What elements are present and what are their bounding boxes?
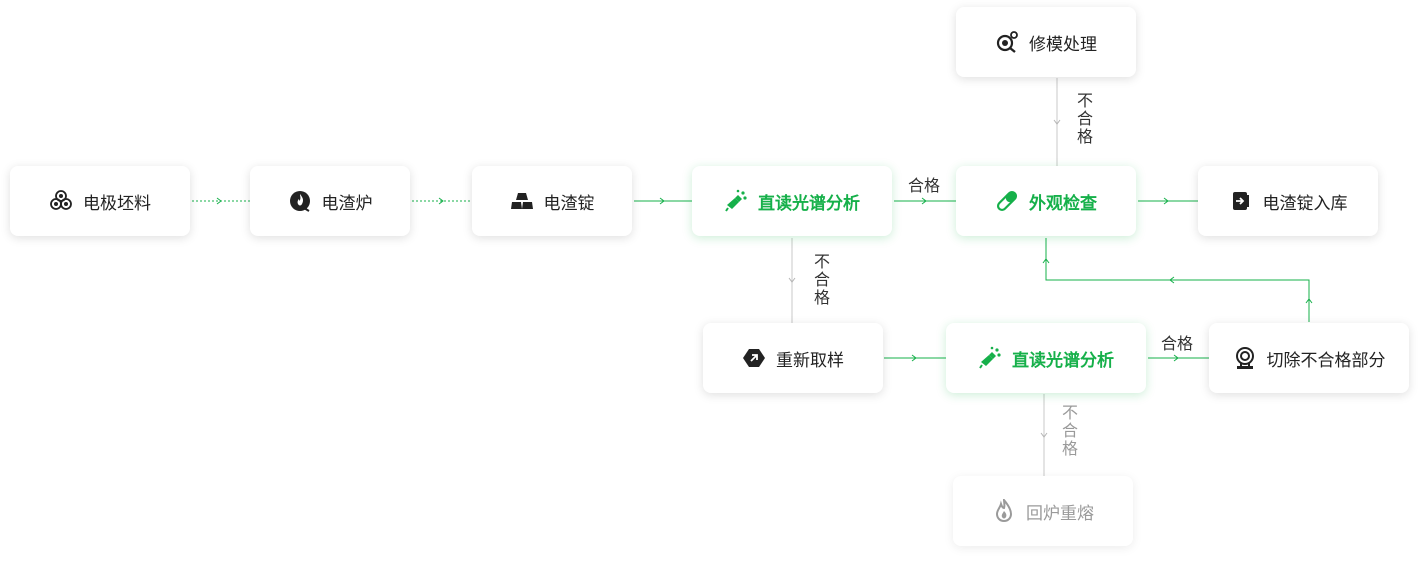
node-label: 电渣锭 (543, 193, 595, 214)
node-cut-unqualified[interactable]: 切除不合格部分 (1209, 323, 1409, 393)
edge-cut-inspection-arrow-c (1042, 258, 1050, 264)
edge-cut-inspection (1045, 238, 1310, 322)
edge-analysis2-cut-arrow (1173, 354, 1179, 362)
furnace-flame-icon (288, 189, 312, 213)
node-label: 切除不合格部分 (1266, 350, 1386, 371)
node-repair[interactable]: 修模处理 (956, 7, 1136, 77)
edge-label-pass-2: 合格 (1161, 334, 1194, 353)
magnifier-gear-icon (995, 30, 1019, 54)
node-label: 电极坯料 (83, 193, 151, 214)
edge-analysis2-remelt-arrow (1040, 432, 1048, 438)
warehouse-entry-icon (1229, 189, 1253, 213)
edge-billet-furnace-arrow (216, 197, 222, 205)
node-esr-furnace[interactable]: 电渣炉 (250, 166, 410, 236)
edge-ingot-analysis-arrow (659, 197, 665, 205)
node-label: 修模处理 (1029, 34, 1097, 55)
node-label: 重新取样 (776, 350, 844, 371)
edge-label-pass-1: 合格 (908, 176, 941, 195)
node-visual-inspection[interactable]: 外观检查 (956, 166, 1136, 236)
spectrometer-gun-icon (724, 189, 748, 213)
node-spectral-analysis-2[interactable]: 直读光谱分析 (946, 323, 1146, 393)
arrow-hexagon-icon (742, 346, 766, 370)
node-label: 回炉重熔 (1026, 503, 1094, 524)
edge-analysis-inspection-arrow (921, 197, 927, 205)
node-electrode-billet[interactable]: 电极坯料 (10, 166, 190, 236)
spectrometer-gun-icon (978, 346, 1002, 370)
coil-icon (49, 189, 73, 213)
edge-cut-inspection-arrow-b (1169, 276, 1175, 284)
flame-remelt-icon (992, 499, 1016, 523)
node-label: 直读光谱分析 (758, 193, 860, 214)
cutting-head-icon (1233, 346, 1257, 370)
node-esr-ingot[interactable]: 电渣锭 (472, 166, 632, 236)
ingot-bars-icon (510, 189, 534, 213)
pill-capsule-icon (995, 189, 1019, 213)
node-resample[interactable]: 重新取样 (703, 323, 883, 393)
edge-resample-analysis2-arrow (911, 354, 917, 362)
node-remelt[interactable]: 回炉重熔 (953, 476, 1133, 546)
edge-label-fail-resample: 不合格 (811, 253, 830, 307)
node-label: 直读光谱分析 (1012, 350, 1114, 371)
node-label: 电渣炉 (321, 193, 373, 214)
edge-furnace-ingot-arrow (438, 197, 444, 205)
node-label: 外观检查 (1029, 193, 1097, 214)
edge-cut-inspection-arrow-a (1305, 298, 1313, 304)
edge-analysis-resample-arrow (788, 277, 796, 283)
node-label: 电渣锭入库 (1262, 193, 1348, 214)
node-storage[interactable]: 电渣锭入库 (1198, 166, 1378, 236)
edge-repair-inspection-arrow (1053, 119, 1061, 125)
edge-label-fail-remelt: 不合格 (1059, 404, 1078, 458)
edge-inspection-storage-arrow (1163, 197, 1169, 205)
edge-label-fail-repair: 不合格 (1074, 92, 1093, 146)
node-spectral-analysis-1[interactable]: 直读光谱分析 (692, 166, 892, 236)
